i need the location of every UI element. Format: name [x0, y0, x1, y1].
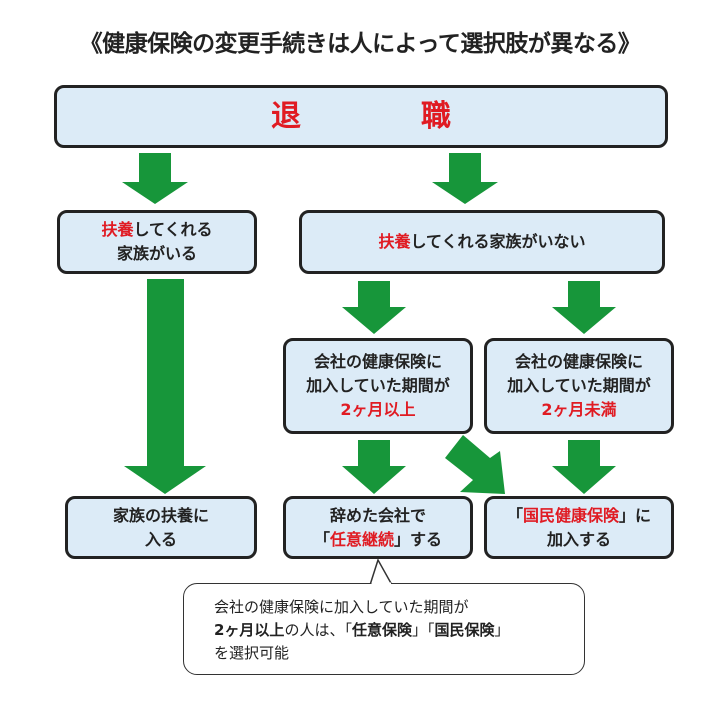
arrow-down-mid-1 [342, 281, 406, 334]
result-left-line1: 家族の扶養に [112, 505, 209, 525]
arrow-down-right-1 [432, 153, 498, 204]
fuyou-highlight-right: 扶養 [378, 232, 411, 251]
note-bold-kokumin: 国民保険 [434, 621, 495, 639]
join-family-support-box: 家族の扶養に 入る [65, 496, 257, 559]
bracket-open: 「 [313, 529, 330, 549]
voluntary-continuation-box: 辞めた会社で 「任意継続」する [283, 496, 473, 559]
note-bold-period: 2ヶ月以上 [214, 621, 285, 639]
note-line1: 会社の健康保険に加入していた期間が [214, 598, 469, 616]
branch-left-line2: 家族がいる [116, 244, 197, 263]
retirement-char-2: 職 [421, 98, 451, 134]
branch-left-line1: してくれる [133, 220, 213, 239]
result-left-line2: 入る [144, 529, 177, 549]
note-mid: の人は、「 [284, 621, 352, 639]
period-2months-plus-box: 会社の健康保険に 加入していた期間が 2ヶ月以上 [283, 338, 473, 434]
kokumin-highlight: 国民健康保険 [522, 505, 619, 525]
family-support-no-box: 扶養してくれる家族がいない [299, 210, 665, 274]
mid-left-line2: 加入していた期間が [306, 376, 450, 395]
note-bold-nini: 任意保険 [351, 621, 412, 639]
arrow-down-left-long [124, 279, 206, 494]
result-right-line2: 加入する [546, 529, 611, 549]
note-end: 」 [494, 621, 510, 639]
bracket-open-right: 「 [506, 505, 523, 525]
note-mid2: 」「 [411, 621, 435, 639]
mid-left-line1: 会社の健康保険に [313, 352, 442, 371]
family-support-yes-box: 扶養してくれる 家族がいる [57, 210, 257, 274]
note-bubble: 会社の健康保険に加入していた期間が 2ヶ月以上の人は、「任意保険」「国民保険」 … [183, 583, 585, 675]
note-line3: を選択可能 [214, 644, 290, 662]
retirement-box: 退 職 [54, 85, 668, 148]
mid-right-line3: 2ヶ月未満 [541, 400, 617, 419]
arrow-down-right-2 [552, 281, 616, 334]
arrow-down-left-1 [122, 153, 188, 204]
result-mid-line1: 辞めた会社で [329, 505, 426, 525]
arrow-down-right-3 [552, 440, 616, 494]
result-mid-close: 」する [394, 529, 443, 549]
result-right-close: 」に [619, 505, 652, 525]
mid-left-line3: 2ヶ月以上 [340, 400, 416, 419]
nini-keizoku-highlight: 任意継続 [329, 529, 394, 549]
arrow-diagonal [445, 435, 505, 494]
diagram-title: 《健康保険の変更手続きは人によって選択肢が異なる》 [79, 31, 641, 57]
fuyou-highlight: 扶養 [101, 220, 134, 239]
retirement-char-1: 退 [271, 98, 301, 134]
mid-right-line1: 会社の健康保険に [514, 352, 643, 371]
mid-right-line2: 加入していた期間が [507, 376, 651, 395]
branch-right-text: してくれる家族がいない [410, 232, 586, 251]
national-health-insurance-box: 「国民健康保険」に 加入する [484, 496, 674, 559]
arrow-down-mid-2 [342, 440, 406, 494]
period-under-2months-box: 会社の健康保険に 加入していた期間が 2ヶ月未満 [484, 338, 674, 434]
